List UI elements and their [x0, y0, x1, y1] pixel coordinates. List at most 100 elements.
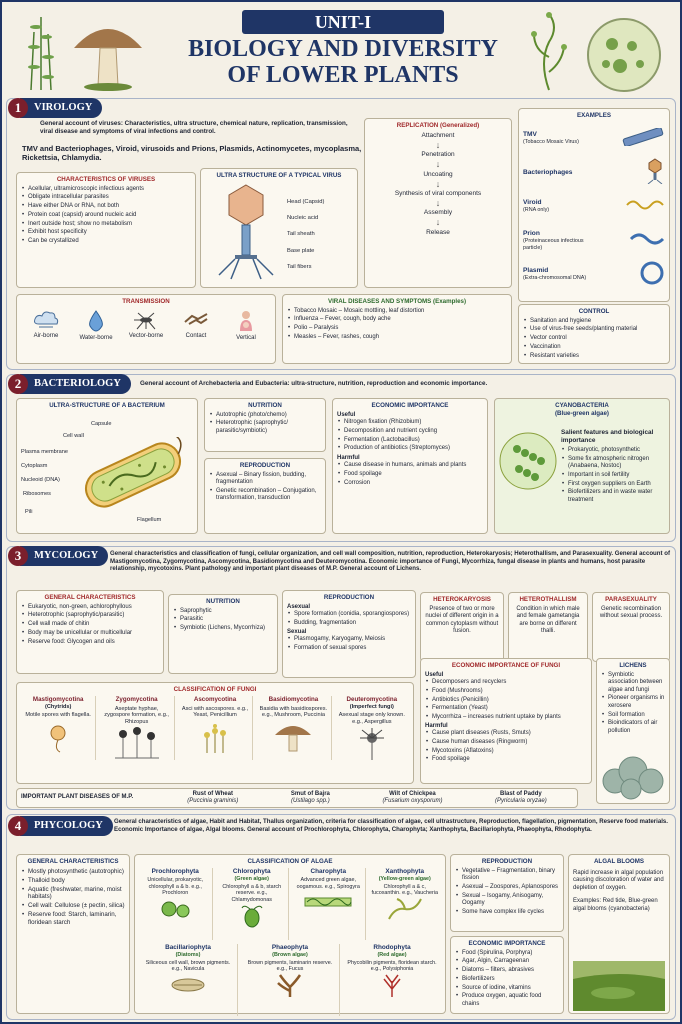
- disease-name: Smut of Bajra: [290, 790, 330, 797]
- plant-diseases-list: Rust of Wheat(Puccinia graminis)Smut of …: [161, 791, 573, 806]
- section-number: 3: [8, 546, 28, 566]
- harmful-label: Harmful: [425, 722, 448, 729]
- bacteriology-header: 2 BACTERIOLOGY: [8, 374, 131, 394]
- fucus-icon: [243, 973, 337, 997]
- title-line-1: BIOLOGY AND DIVERSITY: [188, 36, 498, 62]
- replication-box: REPLICATION (Generalized) Attachment ↓Pen…: [364, 118, 512, 288]
- list-item: Inert outside host; show no metabolism: [21, 221, 191, 229]
- chytrid-icon: [23, 719, 93, 753]
- viroid-strand-icon: [625, 198, 665, 216]
- virology-intro-2: TMV and Bacteriophages, Viroid, virusoid…: [22, 144, 362, 163]
- replication-step: Attachment: [421, 131, 455, 139]
- mycology-header: 3 MYCOLOGY: [8, 546, 109, 566]
- box-title: REPLICATION (Generalized): [396, 122, 480, 129]
- bacterium-label: Pili: [25, 509, 33, 515]
- unit-badge: UNIT-I: [242, 10, 444, 34]
- algae-class: Bacillariophyta(Diatoms)Siliceous cell w…: [139, 943, 238, 1016]
- class-name: Chlorophyta: [232, 867, 271, 875]
- bacteria-nutrition-box: NUTRITION Autotrophic (photo/chemo)Heter…: [204, 398, 326, 452]
- bacterium-label: Cell wall: [63, 433, 84, 439]
- class-subtitle: (Imperfect fungi): [349, 703, 394, 710]
- list-item: Some fix atmospheric nitrogen (Anabaena,…: [561, 456, 665, 471]
- list-item: Have either DNA or RNA, not both: [21, 203, 191, 211]
- section-title: PHYCOLOGY: [20, 816, 113, 836]
- harmful-list: Cause disease in humans, animals and pla…: [337, 462, 483, 487]
- list-item: Pioneer organisms in xerosere: [601, 695, 665, 710]
- list-item: Spore formation (conidia, sporangiospore…: [287, 611, 411, 619]
- list-item: Produce oxygen, aquatic food chains: [455, 993, 559, 1008]
- box-title: ECONOMIC IMPORTANCE OF FUNGI: [451, 662, 561, 669]
- class-subtitle: (Brown algae): [272, 951, 308, 958]
- list-item: Fermentation (Lactobacillus): [337, 437, 483, 445]
- class-subtitle: (Green algae): [234, 875, 269, 882]
- list-item: Saprophytic: [173, 608, 273, 616]
- example-item: Viroid(RNA only): [523, 190, 665, 224]
- fungi-characteristics-list: Eukaryotic, non-green, achlorophyllousHe…: [21, 604, 159, 646]
- example-text: Bacteriophages: [523, 169, 601, 177]
- class-description: Asci with ascospores. e.g., Yeast, Penic…: [181, 705, 249, 719]
- class-name: Rhodophyta: [373, 943, 411, 951]
- algae-classes-row-2: Bacillariophyta(Diatoms)Siliceous cell w…: [139, 943, 441, 1016]
- plant-disease: Smut of Bajra(Ustilago spp.): [291, 791, 330, 806]
- virology-intro: General account of viruses: Characterist…: [40, 120, 348, 135]
- example-desc: (Extra-chromosomal DNA): [523, 275, 587, 282]
- box-title: ECONOMIC IMPORTANCE: [468, 940, 546, 947]
- mushroom-icon: [258, 719, 328, 753]
- list-item: Some have complex life cycles: [455, 909, 559, 917]
- bacterium-diagram: [84, 437, 182, 508]
- list-item: Use of virus-free seeds/planting materia…: [523, 326, 665, 334]
- list-item: Tobacco Mosaic – Mosaic mottling, leaf d…: [287, 308, 507, 316]
- box-title: ULTRA-STRUCTURE OF A BACTERIUM: [49, 402, 165, 409]
- list-item: Heterotrophic (saprophytic/ parasitic/sy…: [209, 420, 321, 435]
- algal-bloom-examples: Examples: Red tide, Blue-green algal blo…: [573, 898, 658, 912]
- class-name: Zygomycotina: [115, 695, 158, 703]
- replication-step: Penetration: [421, 151, 455, 159]
- list-item: Source of iodine, vitamins: [455, 985, 559, 993]
- phage-label: Tail fibers: [287, 263, 312, 270]
- bacterium-label: Plasma membrane: [21, 449, 68, 455]
- transmission-label: Vector-borne: [128, 332, 164, 339]
- fungi-characteristics-box: GENERAL CHARACTERISTICS Eukaryotic, non-…: [16, 590, 164, 674]
- examples-box: EXAMPLES TMV(Tobacco Mosaic Virus)Bacter…: [518, 108, 670, 302]
- class-description: Chlorophyll a & b, starch reserve. e.g.,…: [222, 883, 282, 904]
- disease-pathogen: (Puccinia graminis): [187, 798, 239, 804]
- class-description: Brown pigments, laminarin reserve. e.g.,…: [247, 959, 333, 973]
- list-item: Bioindicators of air pollution: [601, 720, 665, 735]
- list-item: Biofertilizers: [455, 976, 559, 984]
- list-item: Eukaryotic, non-green, achlorophyllous: [21, 604, 159, 612]
- algae-economic-list: Food (Spirulina, Porphyra)Agar, Algin, C…: [455, 950, 559, 1008]
- list-item: Cause human diseases (Ringworm): [425, 739, 587, 747]
- list-item: First oxygen suppliers on Earth: [561, 481, 665, 489]
- disease-pathogen: (Pyricularia oryzae): [495, 798, 547, 804]
- penicillium-icon: [180, 719, 250, 754]
- algal-blooms-box: ALGAL BLOOMS Rapid increase in algal pop…: [568, 854, 670, 1014]
- box-title: REPRODUCTION: [239, 462, 291, 469]
- replication-step: Synthesis of viral components: [394, 189, 482, 197]
- example-item: TMV(Tobacco Mosaic Virus): [523, 122, 665, 156]
- fungi-nutrition-box: NUTRITION SaprophyticParasiticSymbiotic …: [168, 594, 278, 674]
- moss-illustration: [28, 17, 54, 91]
- tmv-rod-icon: [621, 127, 665, 150]
- example-name: Viroid: [523, 199, 542, 207]
- box-title: HETEROTHALLISM: [519, 596, 577, 603]
- title-line-2: OF LOWER PLANTS: [227, 62, 459, 88]
- virus-characteristics-box: CHARACTERISTICS OF VIRUSES Acellular, ul…: [16, 172, 196, 288]
- virus-ultrastructure-box: ULTRA STRUCTURE OF A TYPICAL VIRUS Head …: [200, 168, 358, 288]
- box-title: TRANSMISSION: [122, 298, 170, 305]
- seaweed-illustration: [531, 12, 567, 91]
- microscope-view-illustration: [587, 18, 661, 92]
- list-item: Sexual – Isogamy, Anisogamy, Oogamy: [455, 893, 559, 908]
- list-item: Mostly photosynthetic (autotrophic): [21, 868, 125, 876]
- plant-disease: Wilt of Chickpea(Fusarium oxysporum): [382, 791, 442, 806]
- arrow-down-icon: ↓: [435, 159, 441, 170]
- list-item: Heterotrophic (saprophytic/parasitic): [21, 612, 159, 620]
- list-item: Obligate intracellular parasites: [21, 194, 191, 202]
- algae-economic-box: ECONOMIC IMPORTANCE Food (Spirulina, Por…: [450, 936, 564, 1014]
- list-item: Nitrogen fixation (Rhizobium): [337, 419, 483, 427]
- polysiphonia-icon: [345, 973, 439, 997]
- useful-list: Nitrogen fixation (Rhizobium)Decompositi…: [337, 419, 483, 453]
